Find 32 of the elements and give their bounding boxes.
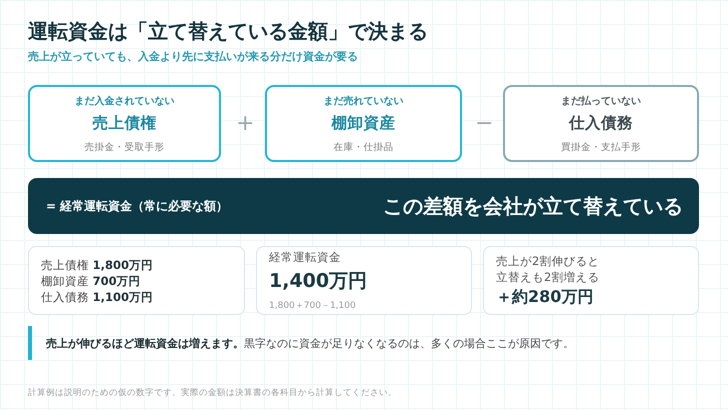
status-label: まだ売れていない <box>324 94 404 108</box>
term-heading: 売上債権 <box>92 112 156 134</box>
footnote: 計算例は説明のための仮の数字です。実際の金額は決算書の各科目から計算してください。 <box>28 387 397 399</box>
figure-line: 仕入債務 1,100万円 <box>41 288 154 304</box>
example-card <box>28 246 245 315</box>
subtitle: 売上が立っていても、入金より先に支払いが来る分だけ資金が要る <box>28 49 358 64</box>
banner-headline: この差額を会社が立て替えている <box>383 192 683 220</box>
term-card <box>28 85 221 162</box>
figure-line: 売上債権 1,800万円 <box>41 256 154 272</box>
plus-sign: + <box>236 111 254 136</box>
term-examples: 在庫・仕掛品 <box>334 140 394 154</box>
term-card <box>265 85 462 162</box>
figure-line: 棚卸資産 700万円 <box>41 272 142 288</box>
banner-label: = 経常運転資金（常に必要な額） <box>46 198 228 214</box>
callout-text: 売上が伸びるほど運転資金は増えます。黒字なのに資金が足りなくなるのは、多くの場合ここが原因です。 <box>46 336 574 350</box>
page-title: 運転資金は「立て替えている金額」で決まる <box>28 18 428 45</box>
term-card <box>503 85 699 162</box>
status-label: まだ入金されていない <box>74 94 174 108</box>
term-examples: 売掛金・受取手形 <box>84 140 164 154</box>
card-label: 経常運転資金 <box>269 250 342 264</box>
card-note: 売上が2割伸びると立替えも2割増える <box>496 253 600 285</box>
term-heading: 棚卸資産 <box>332 112 396 134</box>
term-examples: 買掛金・支払手形 <box>561 140 641 154</box>
amount-value: ＋約280万円 <box>496 287 594 308</box>
growth-card <box>483 246 699 315</box>
formula-text: 1,800＋700－1,100 <box>269 300 357 312</box>
amount-value: 1,400万円 <box>269 268 368 294</box>
result-banner <box>28 178 699 234</box>
status-label: まだ払っていない <box>561 94 641 108</box>
minus-sign: − <box>475 111 494 136</box>
term-heading: 仕入債務 <box>569 112 633 134</box>
result-card <box>256 246 472 315</box>
